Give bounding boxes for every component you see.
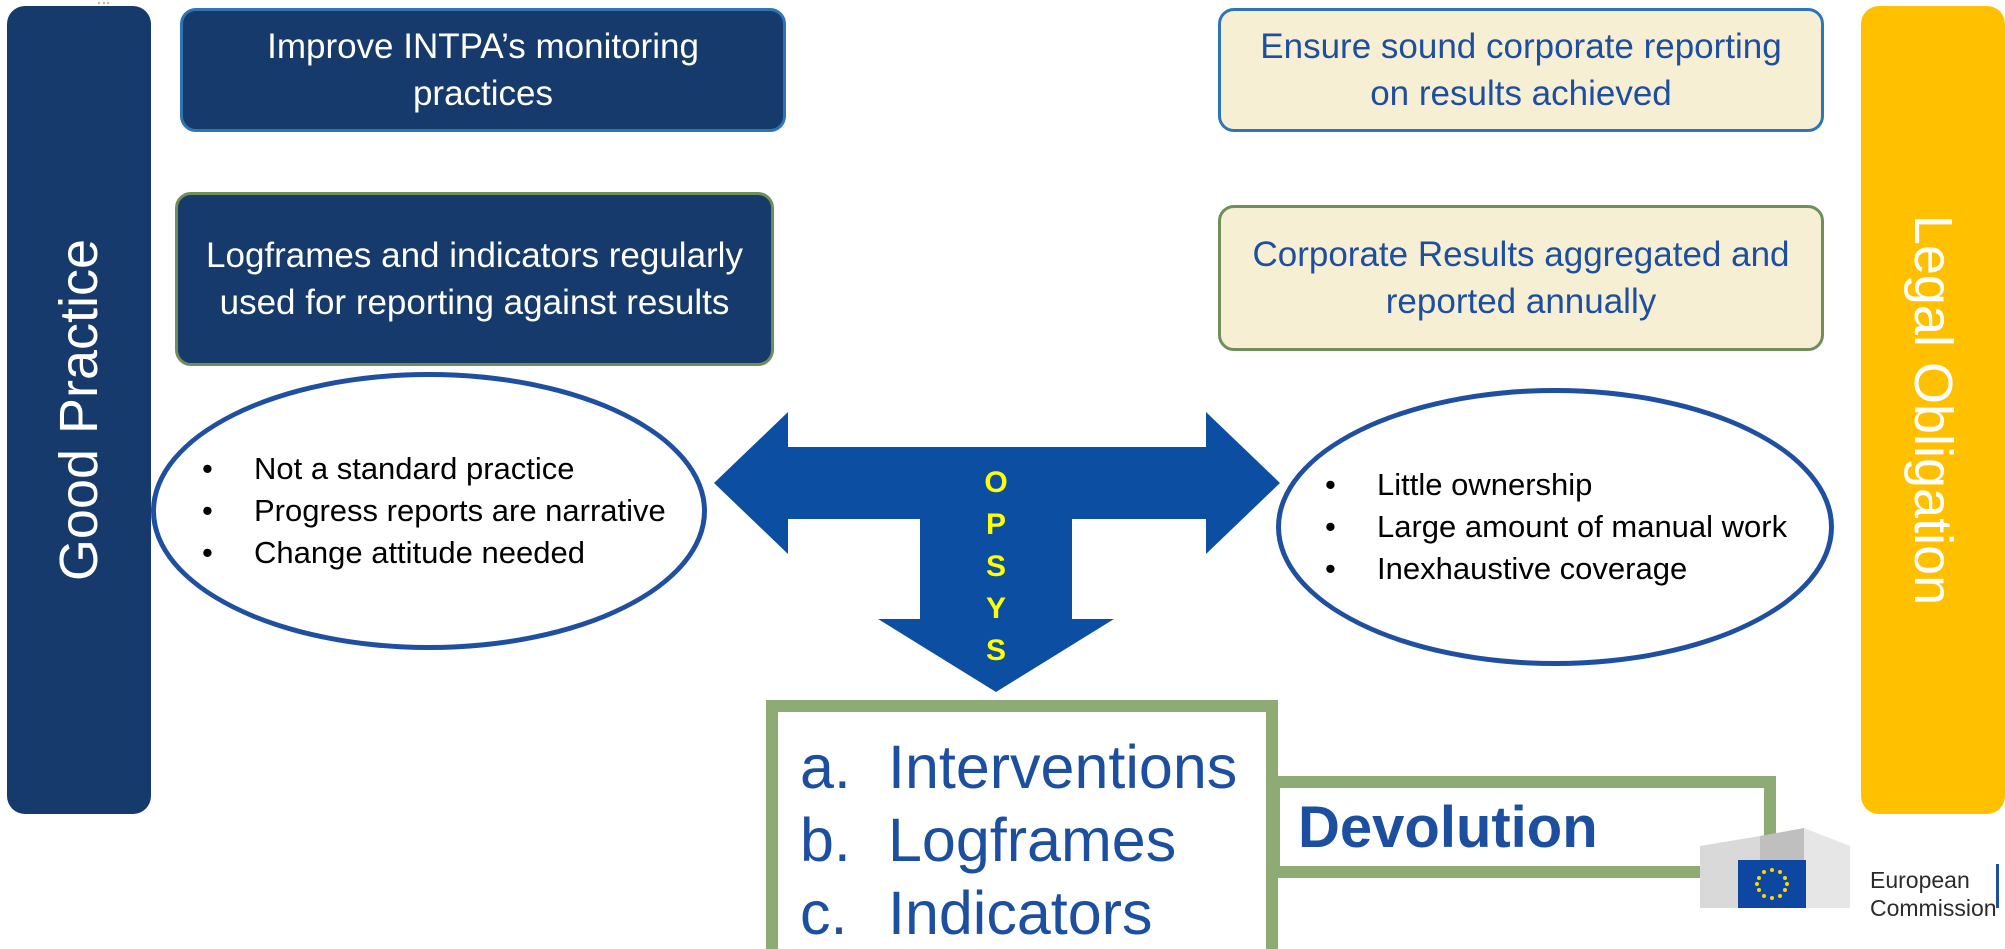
corporate-reporting-text: Ensure sound corporate reporting on resu… — [1260, 26, 1782, 113]
list-item-logframes: b.Logframes — [800, 806, 1177, 874]
corner-mark — [97, 1, 110, 5]
list-item: •Large amount of manual work — [1325, 508, 1788, 544]
left-issues-list: •Not a standard practice •Progress repor… — [202, 448, 666, 574]
opsys-arrow-shape — [714, 412, 1280, 692]
logframes-reporting-box: Logframes and indicators regularly used … — [175, 192, 774, 366]
good-practice-label: Good Practice — [49, 238, 109, 582]
legal-obligation-label: Legal Obligation — [1903, 214, 1963, 606]
list-item: •Little ownership — [1325, 466, 1593, 502]
opsys-arrow — [714, 412, 1280, 692]
logo-divider — [1996, 864, 1999, 908]
opsys-list-box: a.Interventions b.Logframes c.Indicators — [766, 700, 1278, 949]
corporate-results-box: Corporate Results aggregated and reporte… — [1218, 205, 1824, 351]
devolution-box: Devolution — [1268, 776, 1776, 878]
logframes-reporting-text: Logframes and indicators regularly used … — [206, 235, 743, 322]
legal-obligation-bar: Legal Obligation — [1861, 6, 2005, 814]
list-item: •Inexhaustive coverage — [1325, 551, 1688, 587]
opsys-label: O P S Y S — [976, 462, 1016, 672]
list-item: •Not a standard practice — [202, 450, 575, 486]
left-issues-ellipse: •Not a standard practice •Progress repor… — [151, 372, 707, 650]
corporate-results-text: Corporate Results aggregated and reporte… — [1252, 234, 1790, 321]
logo-line-1: European — [1870, 867, 1970, 893]
european-commission-wordmark: European Commission — [1870, 866, 1997, 922]
opsys-letter: S — [985, 550, 1006, 583]
list-item: •Change attitude needed — [202, 535, 585, 571]
opsys-letter: O — [984, 466, 1008, 499]
opsys-letter: P — [985, 508, 1006, 541]
opsys-letter: S — [985, 634, 1006, 667]
corporate-reporting-box: Ensure sound corporate reporting on resu… — [1218, 8, 1824, 132]
list-item: •Progress reports are narrative — [202, 492, 666, 528]
devolution-text: Devolution — [1298, 794, 1598, 860]
right-issues-ellipse: •Little ownership •Large amount of manua… — [1276, 388, 1834, 666]
right-issues-list: •Little ownership •Large amount of manua… — [1325, 464, 1787, 590]
improve-monitoring-box: Improve INTPA’s monitoring practices — [180, 8, 786, 132]
improve-monitoring-text: Improve INTPA’s monitoring practices — [267, 26, 699, 113]
list-item-interventions: a.Interventions — [800, 733, 1238, 801]
european-commission-logo — [1700, 828, 1850, 908]
opsys-letter: Y — [985, 592, 1006, 625]
good-practice-bar: Good Practice — [7, 6, 151, 814]
list-item-indicators: c.Indicators — [800, 879, 1153, 947]
logo-line-2: Commission — [1870, 895, 1997, 921]
